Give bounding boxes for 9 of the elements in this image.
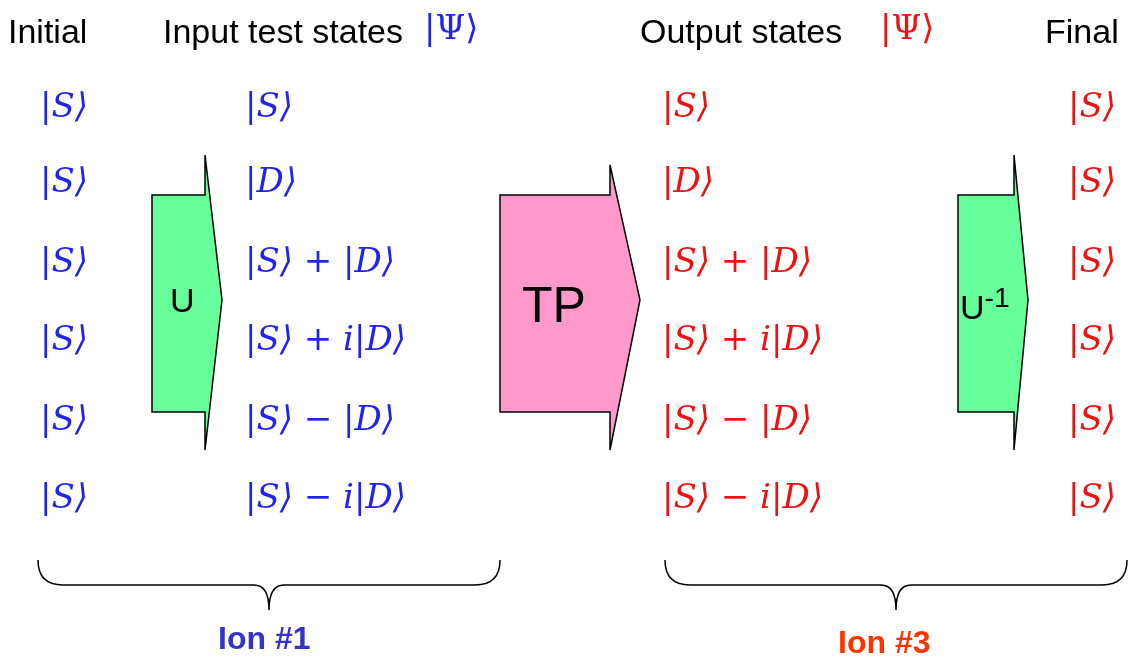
operation-label: TP [522, 280, 586, 330]
column-heading: Output states [640, 14, 843, 48]
operation-label: U$^{-1}$ [960, 283, 1010, 325]
ion-label: Ion #1 [218, 622, 311, 654]
ion-label: Ion #3 [838, 626, 931, 658]
column-heading: Final [1045, 14, 1119, 48]
column-heading: Input test states [163, 14, 404, 48]
operation-label: U [170, 283, 195, 317]
column-heading: Initial [8, 14, 88, 48]
